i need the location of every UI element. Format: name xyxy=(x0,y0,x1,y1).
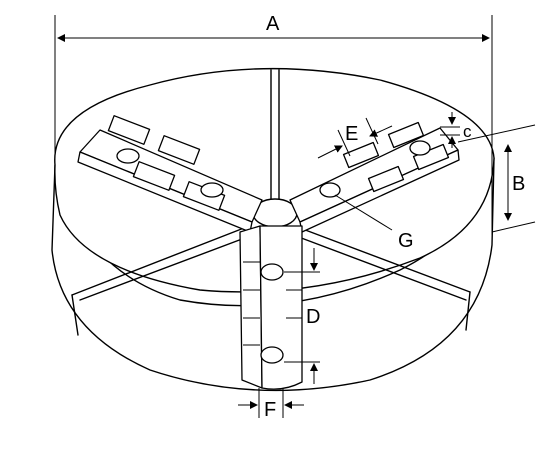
extension-line xyxy=(491,221,536,233)
dimension-a: A xyxy=(54,13,493,235)
slot-line xyxy=(71,227,245,296)
jaw-left xyxy=(77,115,263,233)
label-g: G xyxy=(398,230,414,252)
jaw-bolt-hole xyxy=(260,346,284,364)
jaw-tooth xyxy=(132,161,176,191)
label-d: D xyxy=(306,306,320,328)
chuck-top-face xyxy=(54,67,495,293)
jaw-bolt-hole xyxy=(409,140,431,156)
label-b: B xyxy=(512,173,525,195)
jaw-bolt-hole xyxy=(116,148,140,164)
label-c: c xyxy=(463,122,472,141)
dimension-line xyxy=(369,125,393,137)
dimension-c: c xyxy=(440,112,472,148)
jaw-right xyxy=(289,121,460,233)
jaw-front xyxy=(239,225,303,390)
segment-edge xyxy=(71,294,79,336)
chuck-body xyxy=(51,67,495,392)
jaw-rail xyxy=(239,225,263,389)
leader-g: G xyxy=(334,194,414,252)
radial-slots xyxy=(71,69,471,336)
dimension-f: F xyxy=(238,388,304,421)
label-a: A xyxy=(266,13,280,35)
extension-line xyxy=(337,129,351,157)
dimension-b: B xyxy=(457,124,536,233)
jaw-tooth xyxy=(367,165,405,193)
jaw-bolt-hole xyxy=(200,182,224,198)
jaw-bolt-hole xyxy=(319,182,341,198)
chuck-side-wall xyxy=(51,157,495,392)
jaw-tooth xyxy=(342,141,380,169)
jaw-tooth xyxy=(387,121,425,149)
slot-line xyxy=(79,235,251,301)
slot-line xyxy=(295,235,467,301)
label-f: F xyxy=(264,399,276,421)
jaw-rail xyxy=(259,225,303,390)
segment-edge xyxy=(465,291,471,331)
extension-line xyxy=(457,124,536,143)
label-e: E xyxy=(345,123,358,145)
jaw-bolt-hole xyxy=(260,263,284,281)
jaw-tooth xyxy=(157,135,201,165)
dimension-d: D xyxy=(284,248,320,384)
dimension-line xyxy=(317,145,343,159)
dimension-e: E xyxy=(317,117,393,159)
leader-line xyxy=(334,194,393,231)
slot-line xyxy=(299,227,471,293)
jaw-tooth xyxy=(107,115,151,145)
